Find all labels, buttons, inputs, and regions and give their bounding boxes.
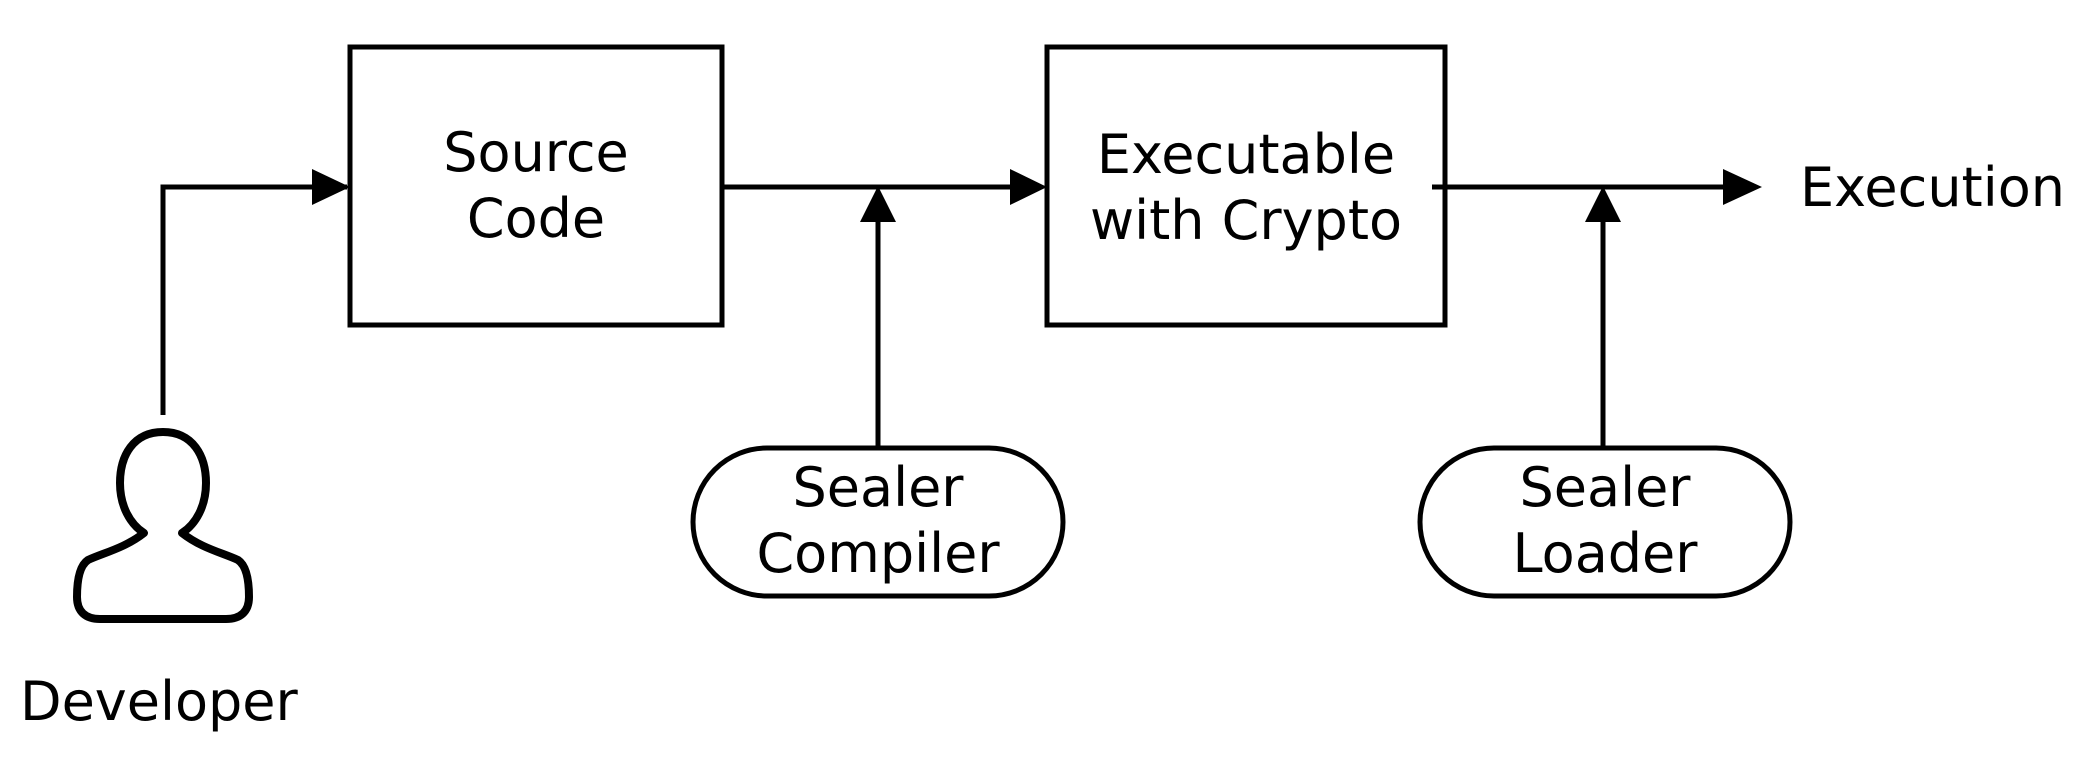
- developer-to-source-arrow: [160, 182, 348, 415]
- executable-arrowhead: [1010, 169, 1047, 205]
- source-code-label-line2: Code: [466, 187, 606, 250]
- sealer-loader-label: Sealer Loader: [1420, 455, 1790, 587]
- execution-arrowhead: [1723, 169, 1762, 205]
- execution-label: Execution: [1800, 156, 2065, 219]
- developer-arrowhead: [312, 169, 350, 205]
- developer-label: Developer: [20, 670, 298, 733]
- executable-label: Executable with Crypto: [1047, 122, 1445, 254]
- sealer-compiler-label: Sealer Compiler: [693, 455, 1063, 587]
- person-outline-icon: [73, 428, 253, 623]
- executable-label-line2: with Crypto: [1089, 189, 1403, 252]
- sealer-compiler-label-line2: Compiler: [756, 522, 1000, 585]
- sealer-loader-label-line1: Sealer: [1519, 456, 1691, 519]
- source-code-label-line1: Source: [443, 121, 629, 184]
- source-code-label: Source Code: [350, 120, 722, 252]
- sealer-compiler-label-line1: Sealer: [792, 456, 964, 519]
- executable-label-line1: Executable: [1096, 123, 1396, 186]
- compiler-arrowhead: [860, 186, 896, 222]
- loader-arrowhead: [1585, 186, 1621, 222]
- sealer-loader-label-line2: Loader: [1512, 522, 1698, 585]
